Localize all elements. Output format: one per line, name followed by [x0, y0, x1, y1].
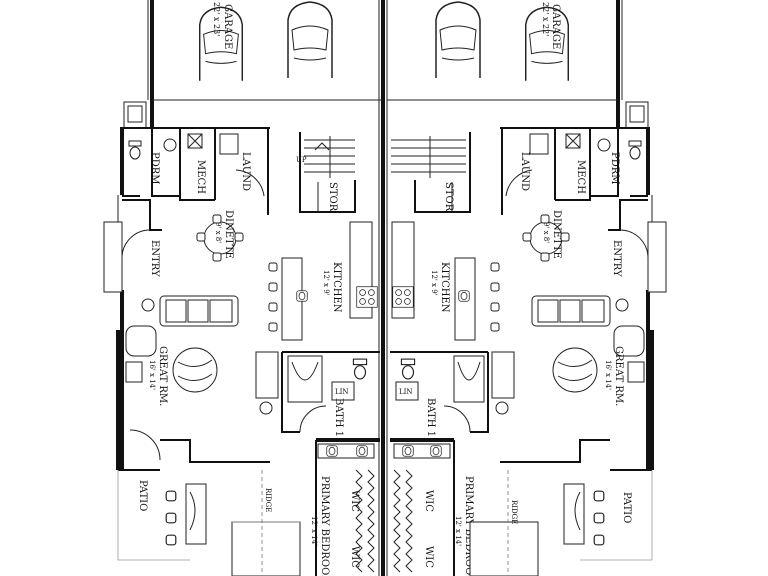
primary-bedroom-dims: 12' x 14'	[454, 516, 462, 546]
closet-hangers	[393, 469, 413, 573]
cooktop-icon	[356, 286, 378, 308]
stool-icon	[268, 322, 278, 332]
garage-dims: 22' x 23'	[212, 2, 221, 36]
rug	[552, 347, 598, 393]
kitchen-label: KITCHEN	[331, 262, 342, 313]
dinette-dims: 9' x 8'	[542, 222, 550, 243]
entry-label: ENTRY	[611, 240, 622, 277]
toilet-icon	[628, 140, 642, 160]
garage-label: GARAGE	[550, 4, 561, 49]
stair-treads	[304, 136, 355, 178]
console	[491, 351, 515, 399]
primary-bedroom-label: PRIMARY BEDROOM	[319, 476, 330, 576]
wic-label: WIC	[423, 546, 434, 568]
car-icon	[435, 1, 481, 79]
patio-label: PATIO	[137, 480, 148, 511]
ridge-label: RIDGE	[510, 500, 518, 524]
kitchen-sink-icon	[458, 290, 470, 302]
rug	[172, 347, 218, 393]
console	[255, 351, 279, 399]
sofa	[159, 295, 239, 327]
armchair	[613, 325, 645, 357]
side-table	[615, 298, 629, 312]
closet-hangers	[355, 469, 375, 573]
mech-label: MECH	[575, 160, 586, 194]
armchair	[125, 325, 157, 357]
pdrm-label: PDRM	[609, 152, 620, 185]
sink-icon	[597, 138, 611, 152]
unit-left: GARAGE 22' x 23' PDRM MECH LAUND U	[103, 0, 385, 576]
bathtub	[287, 355, 323, 403]
great-rm-dims: 16' x 14'	[148, 360, 156, 390]
sink-icon	[326, 445, 338, 457]
stool-icon	[490, 262, 500, 272]
mech-label: MECH	[195, 160, 206, 194]
bath-label: BATH 1	[333, 398, 344, 437]
side-table	[141, 298, 155, 312]
patio-furniture	[563, 483, 605, 546]
stor-label: STOR	[327, 182, 338, 212]
patio-label: PATIO	[621, 492, 632, 523]
stool-icon	[268, 262, 278, 272]
unit-right: GARAGE 22' x 22' PDRM MECH LAUND STOR	[386, 0, 667, 576]
sink-icon	[430, 445, 442, 457]
primary-bedroom-label: PRIMARY BEDROOM	[463, 476, 474, 576]
fireplace	[627, 361, 645, 383]
great-rm-label: GREAT RM.	[613, 346, 624, 406]
stair-treads	[391, 136, 466, 178]
kitchen-dims: 12' x 9'	[322, 270, 330, 296]
wic-label: WIC	[349, 490, 360, 512]
bath-label: BATH 1	[425, 398, 436, 437]
toilet-icon	[128, 140, 142, 160]
dinette-table	[522, 214, 570, 262]
car-icon	[287, 1, 333, 79]
garage-dims: 22' x 22'	[541, 2, 550, 36]
bed	[469, 521, 539, 576]
great-rm-dims: 16' x 14'	[604, 360, 612, 390]
sofa	[531, 295, 611, 327]
stor-label: STOR	[443, 182, 454, 212]
pdrm-label: PDRM	[149, 152, 160, 185]
toilet-icon	[400, 358, 416, 380]
lin-label: LIN	[399, 388, 413, 396]
dinette-dims: 9' x 8'	[214, 222, 222, 243]
great-rm-label: GREAT RM.	[157, 346, 168, 406]
patio-furniture	[165, 483, 207, 546]
stool-icon	[490, 302, 500, 312]
laund-label: LAUND	[240, 152, 251, 191]
stool-icon	[268, 302, 278, 312]
ridge-label: RIDGE	[264, 488, 272, 512]
washer	[529, 133, 549, 155]
toilet-icon	[352, 358, 368, 380]
stool-icon	[490, 322, 500, 332]
cooktop-icon	[392, 286, 414, 308]
lin-label: LIN	[335, 388, 349, 396]
dinette-table	[196, 214, 244, 262]
sink-icon	[356, 445, 368, 457]
primary-bedroom-dims: 12' x 14'	[310, 516, 318, 546]
kitchen-dims: 12' x 9'	[430, 270, 438, 296]
kitchen-label: KITCHEN	[439, 262, 450, 313]
garage-label: GARAGE	[222, 4, 233, 49]
wic-label: WIC	[423, 490, 434, 512]
stool-icon	[268, 282, 278, 292]
bed	[231, 521, 301, 576]
washer	[219, 133, 239, 155]
lin-closet	[331, 381, 355, 401]
wic-label: WIC	[349, 546, 360, 568]
dinette-label: DINETTE	[551, 210, 562, 259]
lin-closet	[395, 381, 419, 401]
stool-icon	[490, 282, 500, 292]
sink-icon	[163, 138, 177, 152]
up-label: UP	[296, 156, 307, 164]
sink-icon	[402, 445, 414, 457]
entry-label: ENTRY	[149, 240, 160, 277]
fireplace	[125, 361, 143, 383]
kitchen-sink-icon	[296, 290, 308, 302]
dinette-label: DINETTE	[223, 210, 234, 259]
